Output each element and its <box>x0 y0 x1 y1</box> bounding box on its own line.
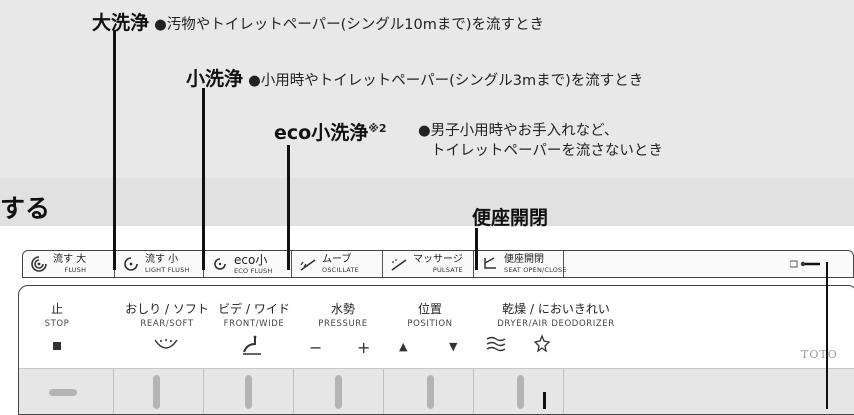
callout-large-flush-desc: ●汚物やトイレットペーパー(シングル10mまで)を流すとき <box>154 17 545 33</box>
brand-logo: TOTO <box>801 348 838 361</box>
callout-small-flush-desc: ●小用時やトイレットペーパー(シングル3mまで)を流すとき <box>248 73 644 89</box>
position-label: 位置 <box>417 302 442 316</box>
flush-small-icon <box>124 257 138 271</box>
leader-line-eco-flush <box>287 145 290 270</box>
callout-seat-open-close-title: 便座開閉 <box>472 207 549 229</box>
position-group: 位置 POSITION <box>395 300 465 329</box>
seat-open-close-button[interactable]: 便座開閉 SEAT OPEN/CLOSE <box>474 251 567 277</box>
stop-label: 止 <box>50 302 63 316</box>
eco-flush-label-en: ECO FLUSH <box>234 266 273 275</box>
dryer-key[interactable] <box>517 375 524 409</box>
oscillate-button[interactable]: ムーブ OSCILLATE <box>292 251 383 277</box>
oscillate-icon <box>300 259 316 271</box>
dryer-icon <box>486 336 506 352</box>
front-label-en: FRONT/WIDE <box>223 319 285 329</box>
stop-group: 止 STOP <box>37 300 77 329</box>
callout-small-flush: 小洗浄 ●小用時やトイレットペーパー(シングル3mまで)を流すとき <box>186 64 643 91</box>
stop-label-en: STOP <box>44 319 70 329</box>
callout-eco-flush-note: ※2 <box>368 122 387 135</box>
leader-line-small-flush <box>202 88 205 270</box>
leader-line-seat-open-close <box>475 228 478 270</box>
flush-large-icon <box>31 256 47 272</box>
oscillate-label: ムーブ <box>322 253 352 265</box>
callout-panel <box>0 0 854 178</box>
stop-key[interactable] <box>49 389 77 396</box>
position-down-button[interactable]: ▼ <box>449 340 458 353</box>
flush-button-strip: 流す 大 FLUSH 流す 小 LIGHT FLUSH eco小 ECO FLU… <box>22 250 854 278</box>
callout-eco-flush-title: eco小洗浄 <box>274 122 369 144</box>
flush-small-label-en: LIGHT FLUSH <box>145 265 190 274</box>
key-separator <box>563 369 564 414</box>
eco-flush-label: eco小 <box>234 252 268 267</box>
rear-label-en: REAR/SOFT <box>140 319 194 329</box>
pulsate-icon <box>391 259 407 271</box>
flush-large-label-en: FLUSH <box>64 265 87 274</box>
callout-large-flush: 大洗浄 ●汚物やトイレットペーパー(シングル10mまで)を流すとき <box>92 8 544 35</box>
position-up-button[interactable]: ▲ <box>399 340 408 353</box>
pulsate-label-en: PULSATE <box>432 265 463 274</box>
front-wash-icon <box>243 335 261 355</box>
rear-label: おしり / ソフト <box>125 302 209 316</box>
position-key[interactable] <box>427 375 434 409</box>
flush-large-label: 流す 大 <box>53 253 87 265</box>
callout-small-flush-title: 小洗浄 <box>186 68 244 90</box>
front-group: ビデ / ワイド FRONT/WIDE <box>207 300 301 329</box>
air-deodorizer-icon <box>533 334 551 353</box>
pressure-key[interactable] <box>335 375 342 409</box>
pressure-minus-button[interactable]: − <box>309 338 323 357</box>
seat-open-close-icon <box>484 257 496 269</box>
section-title: する <box>0 194 51 223</box>
leader-line-dryer <box>543 392 546 409</box>
callout-eco-flush-desc-2: トイレットペーパーを流さないとき <box>431 143 663 159</box>
pressure-plus-button[interactable]: + <box>357 338 371 357</box>
pressure-label: 水勢 <box>330 302 355 316</box>
callout-eco-flush-desc-1: ●男子小用時やお手入れなど、 <box>418 123 619 139</box>
flush-large-button[interactable]: 流す 大 FLUSH <box>23 251 115 277</box>
key-separator <box>473 369 474 414</box>
front-label: ビデ / ワイド <box>218 302 290 316</box>
rear-wash-icon <box>154 339 178 349</box>
dryer-label-en: DRYER/AIR DEODORIZER <box>497 319 615 329</box>
flush-small-label: 流す 小 <box>145 253 179 265</box>
front-key[interactable] <box>245 375 252 409</box>
key-row <box>19 368 854 414</box>
section-strip <box>0 178 854 226</box>
eco-flush-button[interactable]: eco小 ECO FLUSH <box>204 251 292 277</box>
key-separator <box>293 369 294 414</box>
key-separator <box>113 369 114 414</box>
seat-open-close-label-en: SEAT OPEN/CLOSE <box>504 265 567 274</box>
eco-flush-icon <box>214 258 226 270</box>
pressure-group: 水勢 PRESSURE <box>307 300 379 329</box>
stop-symbol-icon <box>53 342 61 350</box>
pulsate-button[interactable]: マッサージ PULSATE <box>383 251 474 277</box>
seat-open-close-label: 便座開閉 <box>504 253 544 265</box>
pressure-label-en: PRESSURE <box>318 319 368 329</box>
dryer-label: 乾燥 / においきれい <box>502 302 610 316</box>
leader-line-large-flush <box>113 30 116 270</box>
pulsate-label: マッサージ <box>413 253 463 265</box>
position-label-en: POSITION <box>407 319 453 329</box>
flush-small-button[interactable]: 流す 小 LIGHT FLUSH <box>115 251 204 277</box>
rear-group: おしり / ソフト REAR/SOFT <box>115 300 219 329</box>
leader-line-status-lamp <box>826 262 828 409</box>
rear-key[interactable] <box>153 375 160 409</box>
callout-eco-flush: eco小洗浄※2 <box>274 118 387 145</box>
key-separator <box>203 369 204 414</box>
control-panel: 止 STOP おしり / ソフト REAR/SOFT ビデ / ワイド FRON… <box>18 285 854 415</box>
dryer-group: 乾燥 / においきれい DRYER/AIR DEODORIZER <box>481 300 631 329</box>
callout-large-flush-title: 大洗浄 <box>92 12 150 34</box>
status-lamp-icon <box>790 260 820 268</box>
oscillate-label-en: OSCILLATE <box>322 265 359 274</box>
key-separator <box>383 369 384 414</box>
